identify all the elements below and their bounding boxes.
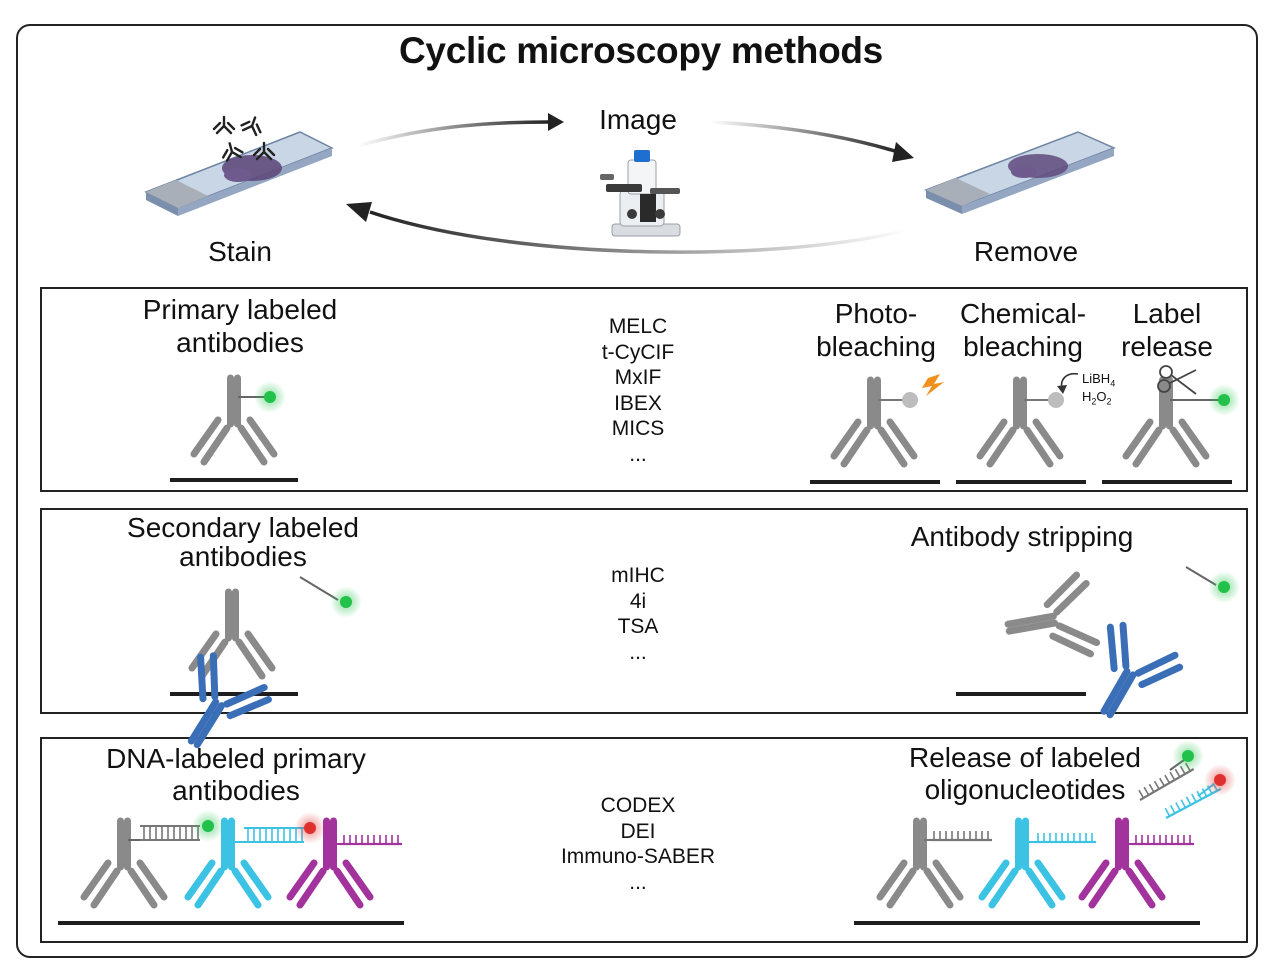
scissors-icon (1157, 365, 1197, 395)
method-item: TSA (617, 615, 659, 638)
method-item: mIHC (611, 564, 665, 587)
figure-title: Cyclic microscopy methods (399, 30, 883, 71)
primary-label-line2: antibodies (176, 327, 304, 358)
secondary-label-line2: antibodies (179, 541, 307, 572)
figure-frame (16, 24, 1258, 958)
bleached-fluorophore-icon (902, 392, 918, 408)
chemical-bleaching-label-line1: Chemical- (959, 298, 1087, 329)
green-fluorophore-icon (202, 820, 214, 832)
reagent-libh4: LiBH4 (1082, 371, 1116, 389)
lightning-icon (922, 374, 944, 396)
panel-secondary (40, 508, 1248, 714)
method-item: MICS (611, 417, 665, 440)
method-item: ... (629, 640, 647, 664)
method-item: DEI (620, 819, 656, 843)
method-item: 4i (629, 589, 647, 613)
red-fluorophore-icon (1214, 774, 1226, 786)
label-release-label-line2: release (1121, 331, 1213, 362)
remove-label: Remove (973, 236, 1079, 267)
method-item: ... (629, 442, 647, 466)
panel-dna (40, 737, 1248, 943)
method-item: CODEX (600, 794, 676, 817)
microscope-icon (600, 150, 681, 237)
secondary-methods-list: mIHC 4i TSA ... (528, 563, 748, 665)
reagent-h2o2: H2O2 (1082, 389, 1112, 407)
red-fluorophore-icon (304, 822, 316, 834)
green-fluorophore-icon (1182, 750, 1194, 762)
green-fluorophore-icon (340, 596, 352, 608)
antibody-stripping-label: Antibody stripping (910, 521, 1134, 552)
stain-slide (144, 131, 334, 216)
method-item: ... (629, 870, 647, 894)
stain-label: Stain (208, 236, 272, 267)
primary-methods-list: MELC t-CyCIF MxIF IBEX MICS ... (528, 314, 748, 467)
method-item: t-CyCIF (601, 340, 675, 364)
bleached-fluorophore-icon (1048, 392, 1064, 408)
image-label: Image (599, 104, 677, 135)
dna-label-line2: antibodies (172, 775, 300, 806)
oligo-release-label-line2: oligonucleotides (924, 774, 1126, 805)
method-item: IBEX (614, 391, 662, 415)
arrow-stain-to-image (357, 120, 549, 148)
green-fluorophore-icon (264, 391, 276, 403)
arrow-remove-to-stain (369, 210, 909, 254)
arrow-image-to-remove (709, 120, 899, 154)
secondary-label-line1: Secondary labeled (127, 512, 359, 543)
oligo-release-label-line1: Release of labeled (909, 742, 1141, 773)
method-item: MxIF (614, 366, 662, 389)
dna-methods-list: CODEX DEI Immuno-SABER ... (528, 793, 748, 895)
label-release-label-line1: Label (1132, 298, 1202, 329)
green-fluorophore-icon (1218, 581, 1230, 593)
photobleaching-label-line2: bleaching (816, 331, 936, 362)
method-item: MELC (608, 315, 668, 338)
remove-slide (924, 131, 1116, 214)
photobleaching-label-line1: Photo- (834, 298, 918, 329)
dna-label-line1: DNA-labeled primary (106, 743, 366, 774)
green-fluorophore-icon (1218, 394, 1230, 406)
method-item: Immuno-SABER (560, 845, 716, 868)
primary-label-line1: Primary labeled (142, 294, 338, 325)
chemical-bleaching-label-line2: bleaching (963, 331, 1083, 362)
